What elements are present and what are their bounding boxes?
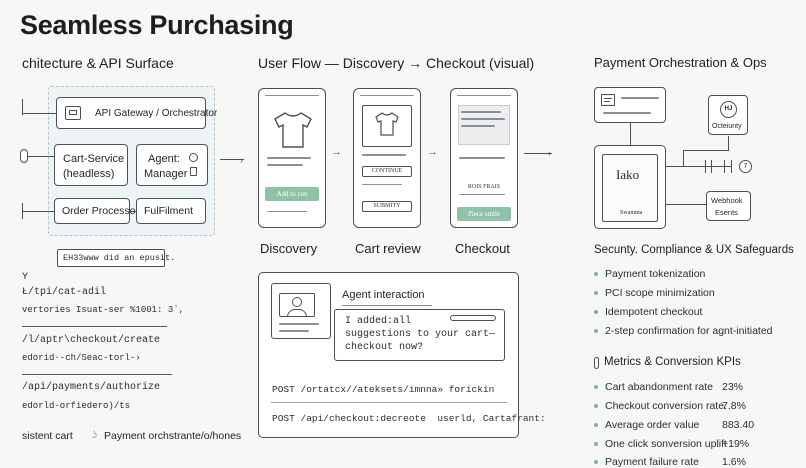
payments-heading: Payment Orchestration & Ops	[594, 55, 767, 70]
security-item: Idempotent checkout	[594, 306, 702, 318]
card-icon	[601, 94, 615, 106]
endpoint-path: Ł/tpi/cat-adil	[22, 287, 107, 298]
agent-message-bubble: I added:all suggestions to your cart— ch…	[334, 309, 505, 361]
metric-value: 883.40	[722, 419, 755, 431]
security-item: 2-step confirmation for agnt-initiated	[594, 325, 773, 337]
endpoint-body: edorld-orfiedero)/ts	[22, 401, 131, 411]
terminal-sub: Swamma	[620, 210, 643, 216]
arrow-right-icon: →	[427, 146, 438, 158]
architecture-heading: chitecture & API Surface	[22, 55, 174, 71]
cart-service-box: Cart-Service (headless)	[54, 144, 128, 186]
metric-label: Cart abandonment rate	[594, 381, 713, 393]
info-icon: 7	[739, 160, 752, 173]
webhook-box: Webhook Esents	[706, 191, 751, 221]
api-gateway-box: API Gateway / Orchestrator	[56, 97, 217, 129]
arrow-right-icon: →	[331, 146, 342, 158]
note-box: EH33www did an epusit.	[57, 249, 175, 267]
tshirt-icon	[274, 112, 312, 148]
metric-value: 23%	[722, 381, 744, 393]
security-node-label: Octeiunty	[712, 123, 742, 130]
post-request-2: POST /api/checkout:decreote userld, Cart…	[272, 413, 546, 424]
cart-review-screen: CONTINUE SUBMITY	[353, 88, 421, 228]
metric-value: +19%	[722, 438, 750, 450]
cart-review-caption: Cart review	[355, 241, 421, 256]
endpoint-body: edorid·-ch/Seac-torl-›	[22, 353, 141, 363]
tshirt-icon	[375, 112, 399, 136]
add-to-cart-button[interactable]: Add to con	[265, 187, 319, 201]
order-processor-box: Order Processor	[54, 198, 139, 224]
user-flow-heading: User Flow — Discovery → Checkout (visual…	[258, 55, 535, 71]
metrics-heading: Metrics & Conversion KPIs	[604, 356, 741, 368]
security-item: PCI scope minimization	[594, 287, 715, 299]
fulfilment-box: FulFilment	[136, 198, 206, 224]
avatar	[279, 293, 315, 317]
arrow-right-icon: ›	[548, 148, 551, 158]
server-icon	[65, 106, 81, 120]
submit-button[interactable]: SUBMITY	[362, 201, 412, 212]
agent-interaction-heading: Agent interaction	[342, 289, 425, 301]
badge-icon: HJ	[720, 101, 737, 118]
metric-label: Checkout conversion rate.	[594, 400, 727, 412]
discovery-screen: Add to con	[258, 88, 326, 228]
legend-payment-orchestration: Payment orchstrante/o/hones	[104, 430, 242, 442]
agent-manager-box: Agent: Manager ·	[136, 144, 208, 186]
document-icon	[190, 167, 197, 176]
gear-icon: ·	[189, 153, 198, 162]
endpoint-path: /api/payments/authorize	[22, 382, 161, 393]
agent-message: I added:all suggestions to your cart— ch…	[345, 316, 496, 353]
metric-label: One click sonversion uplift	[594, 438, 727, 450]
metric-label: Average order value	[594, 419, 699, 431]
endpoint-path: /l/aptr\checkout/create	[22, 335, 161, 346]
security-node: HJ Octeiunty	[708, 95, 748, 135]
progress-pill	[450, 315, 496, 321]
y-label: Y	[22, 272, 29, 283]
metrics-icon	[594, 357, 599, 369]
legend-persistent-cart: sistent cart	[22, 430, 73, 442]
continue-button[interactable]: CONTINUE	[362, 166, 412, 177]
payment-terminal: Iako Swamma	[594, 145, 666, 229]
terminal-display: Iako	[616, 167, 640, 182]
metric-value: 7.8%	[722, 400, 746, 412]
discovery-caption: Discovery	[260, 241, 318, 256]
checkout-caption: Checkout	[455, 241, 510, 256]
security-heading: Secunty. Compliance & UX Safeguards	[594, 244, 794, 256]
arrow-right-icon: ›	[240, 155, 243, 165]
payment-doc-box	[594, 87, 666, 123]
metric-value: 1.6%	[722, 456, 746, 468]
api-gateway-label: API Gateway / Orchestrator	[95, 108, 218, 119]
security-item: Payment tokenization	[594, 268, 705, 280]
metric-label: Payment failure rate	[594, 456, 699, 468]
checkout-screen: ROIS FRAIS Piece smile	[450, 88, 518, 228]
post-request-1: POST /ortatcx//ateksets/imnna» forickin	[272, 384, 495, 395]
key-icon: ʖ	[92, 430, 97, 441]
page-title: Seamless Purchasing	[20, 10, 294, 40]
agent-interaction-card: Agent interaction I added:all suggestion…	[258, 272, 546, 438]
endpoint-body: vertories Isuat-ser %1001: 3ʼ,	[22, 305, 185, 315]
checkout-label: ROIS FRAIS	[467, 184, 501, 190]
place-order-button[interactable]: Piece smile	[457, 207, 511, 221]
